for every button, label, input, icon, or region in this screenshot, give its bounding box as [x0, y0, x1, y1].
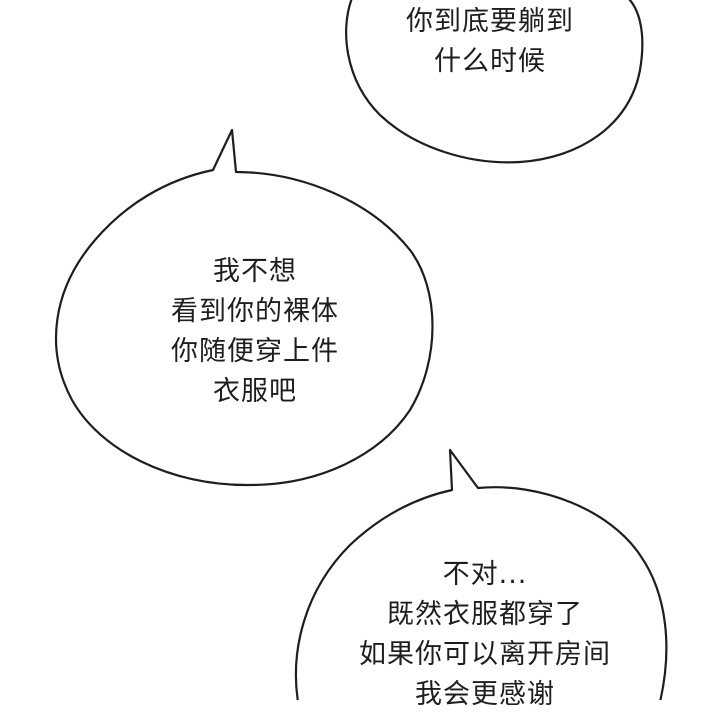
- speech-line: 既然衣服都穿了: [387, 599, 583, 630]
- speech-bubble-2-text: 我不想 看到你的裸体 你随便穿上件 衣服吧: [130, 252, 380, 412]
- speech-line: 不对...: [442, 559, 528, 590]
- speech-bubble-1-text: 你到底要躺到 什么时候: [370, 2, 610, 82]
- speech-line: 什么时候: [434, 46, 546, 77]
- speech-bubbles-drawing: [55, 0, 668, 700]
- speech-line: 我不想: [213, 256, 297, 287]
- speech-line: 你随便穿上件: [171, 336, 339, 367]
- comic-panel: 你到底要躺到 什么时候 我不想 看到你的裸体 你随便穿上件 衣服吧 不对... …: [55, 0, 668, 710]
- speech-line: 如果你可以离开房间: [359, 639, 611, 670]
- speech-bubble-2-outline: [55, 128, 434, 487]
- speech-bubble-1-outline: [345, 0, 644, 164]
- speech-line: 你到底要躺到: [406, 6, 574, 37]
- speech-line: 看到你的裸体: [171, 296, 339, 327]
- speech-line: 我会更感谢: [415, 679, 555, 710]
- speech-bubble-3-outline: [294, 448, 668, 700]
- speech-bubble-3-text: 不对... 既然衣服都穿了 如果你可以离开房间 我会更感谢: [320, 555, 650, 715]
- speech-line: 衣服吧: [213, 376, 297, 407]
